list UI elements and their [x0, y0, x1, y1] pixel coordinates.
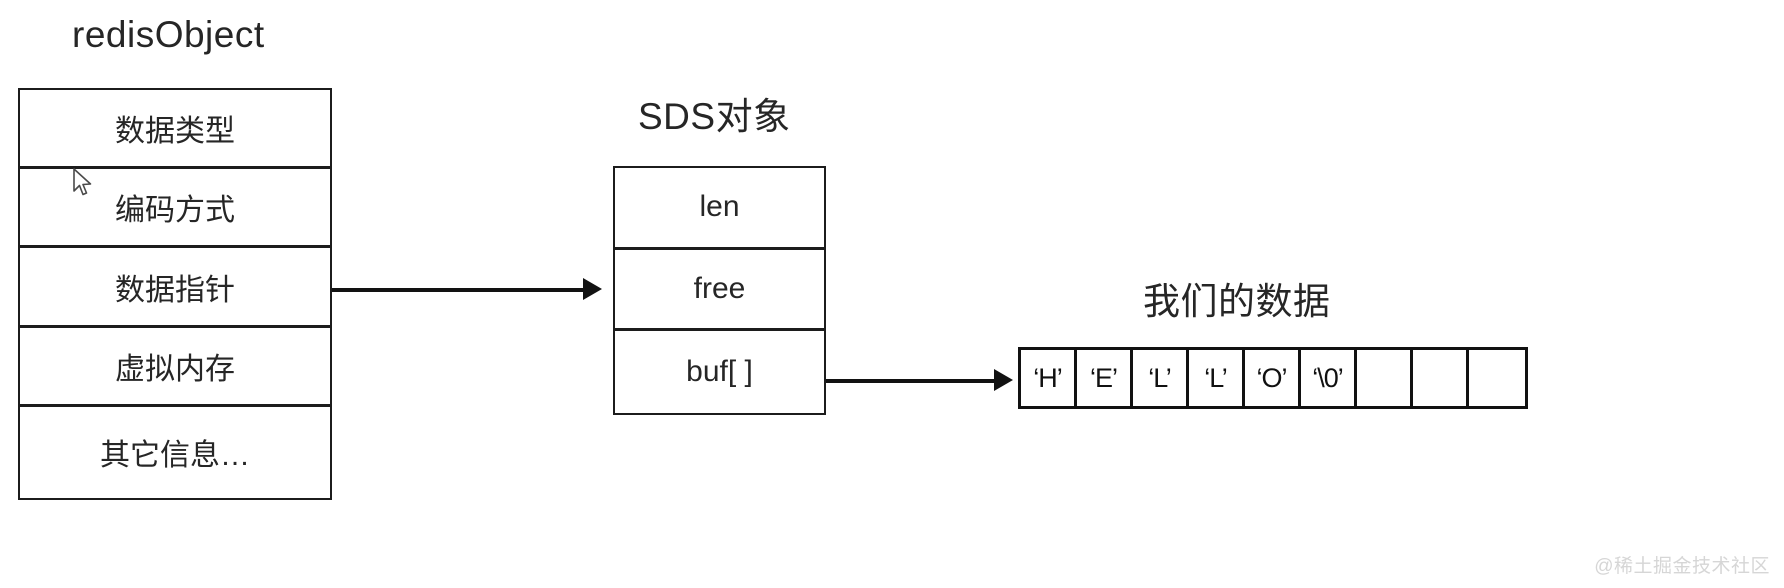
- byte-cell-empty: [1413, 350, 1469, 406]
- struct-row-label: 其它信息…: [100, 439, 250, 473]
- arrow-data-pointer-to-sds-line: [332, 288, 585, 292]
- byte-cell: ‘L’: [1189, 350, 1245, 406]
- sds-struct-table: len free buf[ ]: [613, 166, 826, 415]
- struct-row-label: buf[ ]: [686, 355, 753, 389]
- byte-cell-value: ‘\0’: [1312, 362, 1344, 393]
- arrow-buf-to-byte-array-line: [826, 379, 996, 383]
- struct-row-label: 虚拟内存: [115, 352, 235, 386]
- page-title-sds-object: SDS对象: [638, 96, 791, 137]
- byte-cell-value: ‘L’: [1204, 362, 1228, 393]
- watermark-text: @稀土掘金技术社区: [1594, 556, 1770, 577]
- struct-row-label: 编码方式: [115, 194, 235, 228]
- struct-row: 编码方式: [20, 169, 330, 249]
- struct-row-label: 数据类型: [115, 115, 235, 149]
- byte-cell-empty: [1357, 350, 1413, 406]
- byte-cell-value: ‘O’: [1256, 362, 1288, 393]
- page-title-our-data: 我们的数据: [1143, 281, 1331, 322]
- byte-cell-value: ‘E’: [1089, 362, 1118, 393]
- redisobject-struct-table: 数据类型 编码方式 数据指针 虚拟内存 其它信息…: [18, 88, 332, 500]
- byte-cell: ‘L’: [1133, 350, 1189, 406]
- struct-row-label: 数据指针: [115, 273, 235, 307]
- page-title-redisobject: redisObject: [72, 14, 265, 55]
- struct-row: free: [615, 249, 824, 332]
- struct-row: 数据指针: [20, 248, 330, 328]
- byte-cell-value: ‘L’: [1148, 362, 1172, 393]
- struct-row-label: len: [699, 190, 740, 224]
- struct-row: 数据类型: [20, 90, 330, 170]
- struct-row-label: free: [693, 272, 746, 306]
- byte-cell: ‘H’: [1021, 350, 1077, 406]
- struct-row: 其它信息…: [20, 406, 330, 499]
- struct-row: 虚拟内存: [20, 327, 330, 407]
- mouse-cursor-icon: [73, 168, 92, 196]
- byte-cell-value: ‘H’: [1033, 362, 1062, 393]
- arrow-data-pointer-to-sds-head: [583, 278, 602, 300]
- byte-array-table: ‘H’ ‘E’ ‘L’ ‘L’ ‘O’ ‘\0’: [1018, 347, 1528, 409]
- struct-row: len: [615, 168, 824, 250]
- byte-cell-empty: [1469, 350, 1525, 406]
- struct-row: buf[ ]: [615, 331, 824, 414]
- byte-cell-null-terminator: ‘\0’: [1301, 350, 1357, 406]
- byte-cell: ‘E’: [1077, 350, 1133, 406]
- arrow-buf-to-byte-array-head: [994, 369, 1013, 391]
- byte-cell: ‘O’: [1245, 350, 1301, 406]
